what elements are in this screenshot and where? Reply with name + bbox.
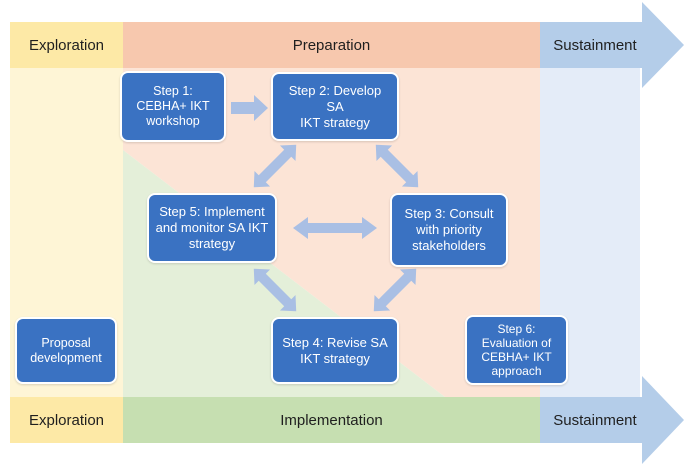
step6-text: Step 6: Evaluation of CEBHA+ IKT approac… [481, 322, 552, 378]
bottom-exploration-label: Exploration [28, 411, 105, 429]
top-exploration-band [10, 22, 123, 68]
bottom-exploration-band [10, 397, 123, 443]
top-preparation-band [123, 22, 540, 68]
bottom-sustainment-arrow [540, 376, 684, 464]
step1-text: Step 1: CEBHA+ IKT workshop [136, 84, 210, 128]
arrow-step3-step4 [373, 268, 417, 312]
top-sustainment-label: Sustainment [553, 36, 637, 54]
bottom-implementation-band [123, 397, 540, 443]
diag-connectors [253, 144, 419, 312]
top-exploration-label: Exploration [28, 36, 105, 54]
step2-box: Step 2: Develop SA IKT strategy [271, 72, 399, 141]
arrow-step2-step5 [253, 144, 297, 188]
bottom-sustainment-label: Sustainment [553, 411, 637, 429]
proposal-text: Proposal development [30, 335, 102, 365]
arrow-step5-step3 [293, 217, 377, 239]
step4-box: Step 4: Revise SA IKT strategy [271, 317, 399, 384]
step5-text: Step 5: Implement and monitor SA IKT str… [155, 204, 269, 251]
step6-box: Step 6: Evaluation of CEBHA+ IKT approac… [465, 315, 568, 385]
step4-text: Step 4: Revise SA IKT strategy [282, 334, 388, 366]
arrow-step1-to-step2 [231, 95, 268, 121]
proposal-box: Proposal development [15, 317, 117, 384]
step2-text: Step 2: Develop SA IKT strategy [288, 82, 382, 130]
step3-text: Step 3: Consult with priority stakeholde… [404, 206, 494, 253]
step1-box: Step 1: CEBHA+ IKT workshop [120, 71, 226, 142]
top-preparation-label: Preparation [292, 36, 371, 54]
arrow-step5-step4 [253, 268, 297, 312]
top-sustainment-arrow [540, 2, 684, 88]
arrow-step2-step3 [375, 144, 419, 188]
bottom-implementation-label: Implementation [280, 411, 383, 429]
step5-box: Step 5: Implement and monitor SA IKT str… [147, 193, 277, 263]
step3-box: Step 3: Consult with priority stakeholde… [390, 193, 508, 267]
connectors [231, 95, 377, 239]
